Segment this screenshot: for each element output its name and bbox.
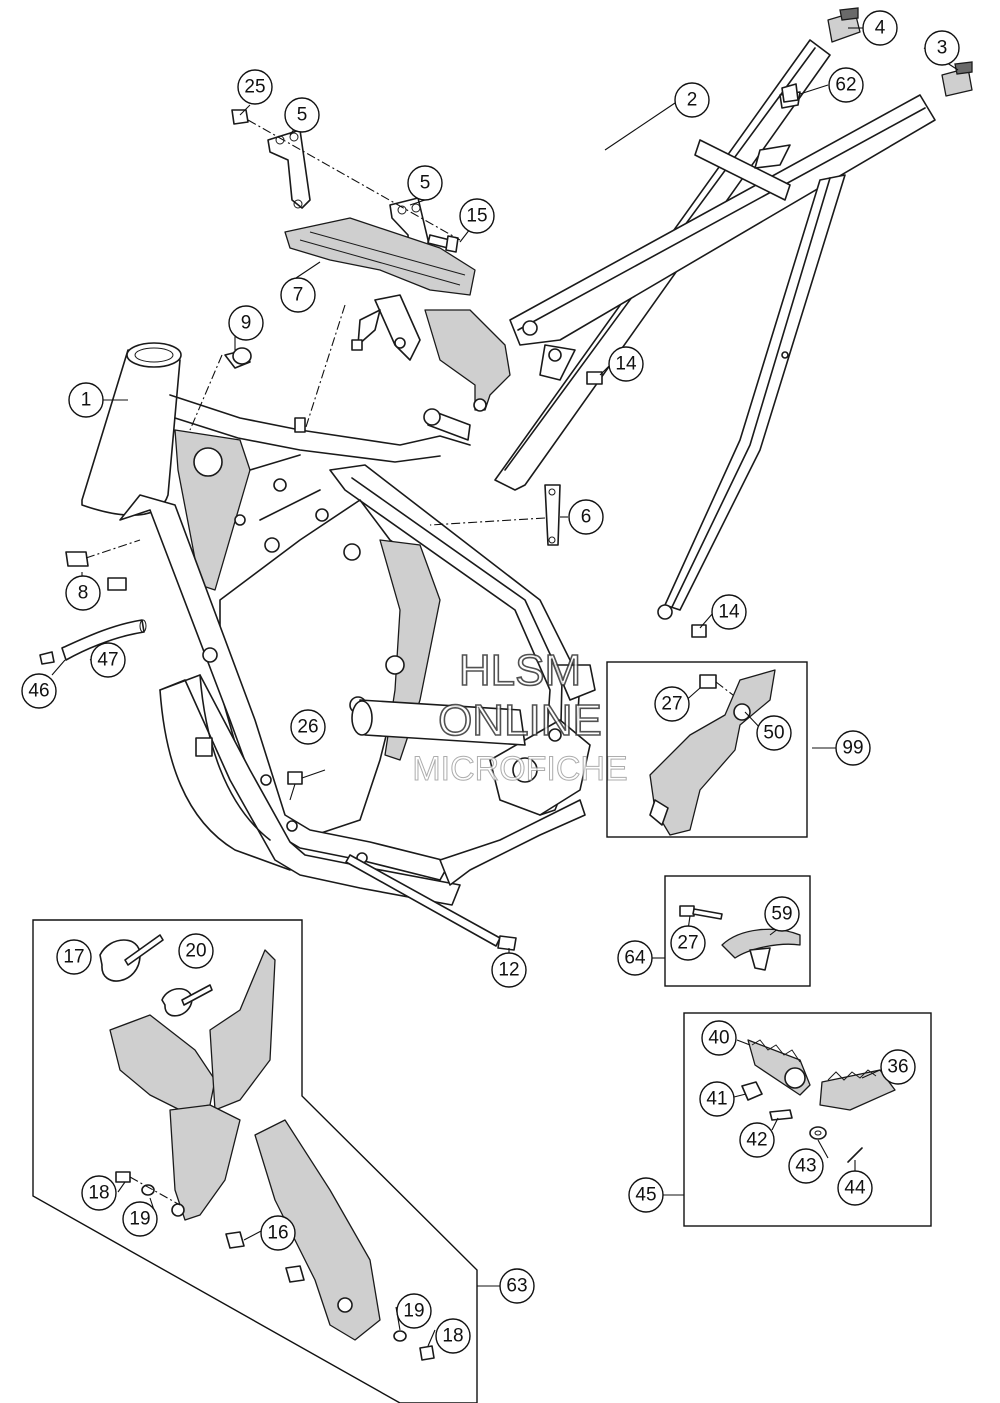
svg-text:12: 12 [498,960,519,981]
callout-7: 7 [280,277,316,313]
callout-9: 9 [228,305,264,341]
svg-text:4: 4 [875,18,886,39]
callout-59: 59 [764,896,800,932]
svg-text:25: 25 [244,77,265,98]
callout-1: 1 [68,382,104,418]
callout-16: 16 [260,1215,296,1251]
svg-text:19: 19 [129,1209,150,1230]
bolts-lower-drawing [287,769,517,951]
callout-99: 99 [835,730,871,766]
callout-12: 12 [491,952,527,988]
callout-14-upper: 14 [608,346,644,382]
svg-text:19: 19 [403,1301,424,1322]
svg-text:44: 44 [844,1178,866,1199]
svg-text:47: 47 [97,650,118,671]
svg-text:15: 15 [466,206,487,227]
callout-62: 62 [828,67,864,103]
callout-27-box99: 27 [654,686,690,722]
svg-text:43: 43 [795,1156,816,1177]
svg-text:46: 46 [28,681,49,702]
callout-8: 8 [65,575,101,611]
footrest-box-45 [683,1012,932,1227]
watermark-line2: ONLINE [438,696,602,745]
callout-43: 43 [788,1148,824,1184]
svg-text:41: 41 [706,1089,727,1110]
callout-18-left: 18 [81,1175,117,1211]
watermark-line1: HLSM [459,646,581,695]
callout-63: 63 [499,1268,535,1304]
callout-25: 25 [237,69,273,105]
callout-19-left: 19 [122,1201,158,1237]
callout-47: 47 [90,642,126,678]
subframe-drawing [494,39,936,620]
svg-text:8: 8 [78,583,89,604]
callout-46: 46 [21,673,57,709]
callout-36: 36 [880,1049,916,1085]
callout-2: 2 [674,82,710,118]
svg-text:2: 2 [687,90,698,111]
callout-20: 20 [178,933,214,969]
svg-text:5: 5 [420,173,431,194]
svg-text:40: 40 [708,1028,729,1049]
chain-guide-box [606,661,808,838]
main-frame-drawing [81,342,596,906]
callout-50: 50 [756,715,792,751]
svg-text:45: 45 [635,1185,656,1206]
end-caps-drawing [827,7,973,97]
callout-5-lower: 5 [407,165,443,201]
callout-40: 40 [701,1020,737,1056]
callout-19-right: 19 [396,1293,432,1329]
svg-text:59: 59 [771,904,792,925]
svg-text:62: 62 [835,75,856,96]
callout-44: 44 [837,1170,873,1206]
callout-45: 45 [628,1177,664,1213]
svg-text:26: 26 [297,717,318,738]
svg-text:27: 27 [661,694,682,715]
svg-text:7: 7 [293,285,304,306]
svg-text:14: 14 [718,602,740,623]
svg-text:3: 3 [937,38,948,59]
svg-text:36: 36 [887,1057,908,1078]
svg-text:1: 1 [81,390,92,411]
svg-text:42: 42 [746,1130,767,1151]
pin-6-drawing [429,484,561,546]
svg-text:63: 63 [506,1276,527,1297]
callout-27-box64: 27 [670,925,706,961]
svg-text:9: 9 [241,313,252,334]
heat-shield-drawing [284,217,511,431]
svg-text:27: 27 [677,933,698,954]
callout-14-lower: 14 [711,594,747,630]
guide-box-64 [664,875,811,987]
callout-26: 26 [290,709,326,745]
svg-text:50: 50 [763,723,784,744]
callout-5-upper: 5 [284,97,320,133]
svg-text:6: 6 [581,507,592,528]
svg-text:18: 18 [88,1183,109,1204]
svg-text:17: 17 [63,947,84,968]
svg-text:14: 14 [615,354,637,375]
brackets-drawing [231,109,461,279]
svg-text:5: 5 [297,105,308,126]
svg-text:16: 16 [267,1223,288,1244]
subframe-bolts-drawing [586,83,799,638]
callout-4: 4 [862,10,898,46]
callout-41: 41 [699,1081,735,1117]
svg-text:64: 64 [624,948,646,969]
svg-text:18: 18 [442,1326,463,1347]
watermark-line3: MICROFICHE [412,750,627,788]
callout-18-right: 18 [435,1318,471,1354]
svg-text:20: 20 [185,941,206,962]
callout-17: 17 [56,939,92,975]
callout-64: 64 [617,940,653,976]
callout-15: 15 [459,198,495,234]
callout-6: 6 [568,499,604,535]
callout-3: 3 [924,30,960,66]
callout-42: 42 [739,1122,775,1158]
small-parts-left-drawing [39,347,252,665]
svg-text:99: 99 [842,738,863,759]
watermark: HLSM ONLINE MICROFICHE [412,645,628,788]
frame-protector-box-63 [32,919,478,1403]
